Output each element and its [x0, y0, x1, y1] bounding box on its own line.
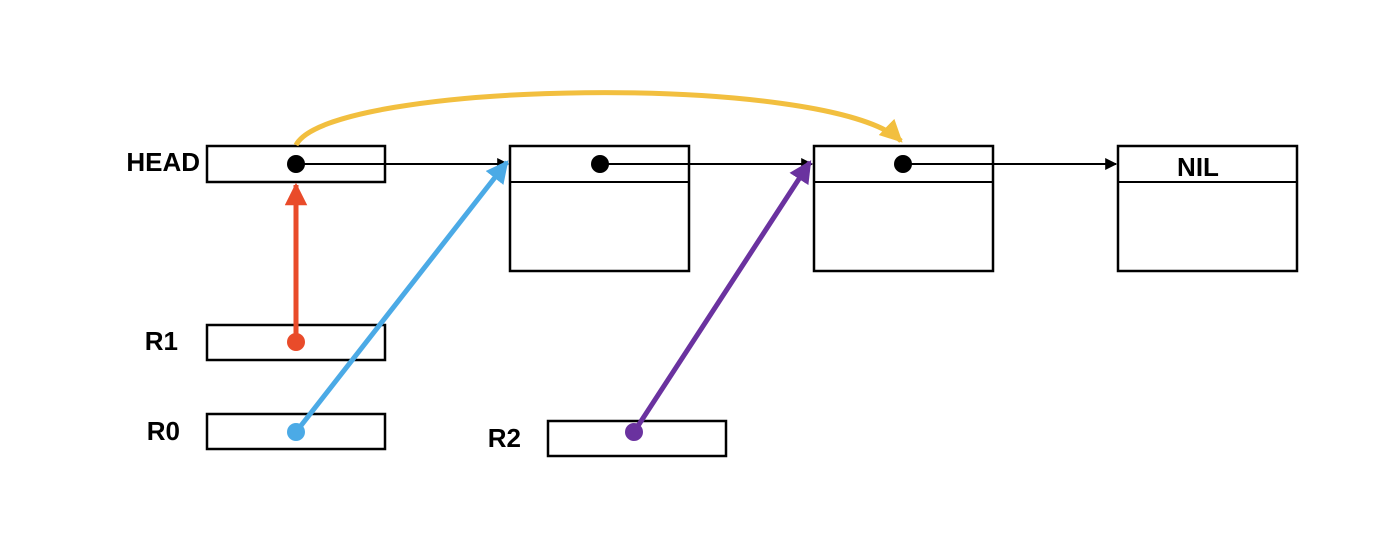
- r1-pointer-dot: [287, 333, 305, 351]
- r1-label: R1: [145, 326, 178, 356]
- list-node-1: [508, 144, 691, 273]
- node-1-pointer-dot: [591, 155, 609, 173]
- r0-label: R0: [147, 416, 180, 446]
- r0-pointer-arrow: [294, 160, 509, 434]
- node-1-box: [508, 144, 691, 273]
- r0-pointer-dot: [287, 423, 305, 441]
- r2-pointer-dot: [625, 423, 643, 441]
- node-3-box: [1116, 144, 1299, 273]
- head-pointer-dot: [287, 155, 305, 173]
- node-3-value: NIL: [1177, 152, 1219, 182]
- list-node-3: NIL: [1116, 144, 1299, 273]
- head-label: HEAD: [126, 147, 200, 177]
- head-skip-arrow: [293, 90, 903, 147]
- r2-label: R2: [488, 423, 521, 453]
- r2-pointer-arrow: [631, 160, 813, 434]
- node-2-pointer-dot: [894, 155, 912, 173]
